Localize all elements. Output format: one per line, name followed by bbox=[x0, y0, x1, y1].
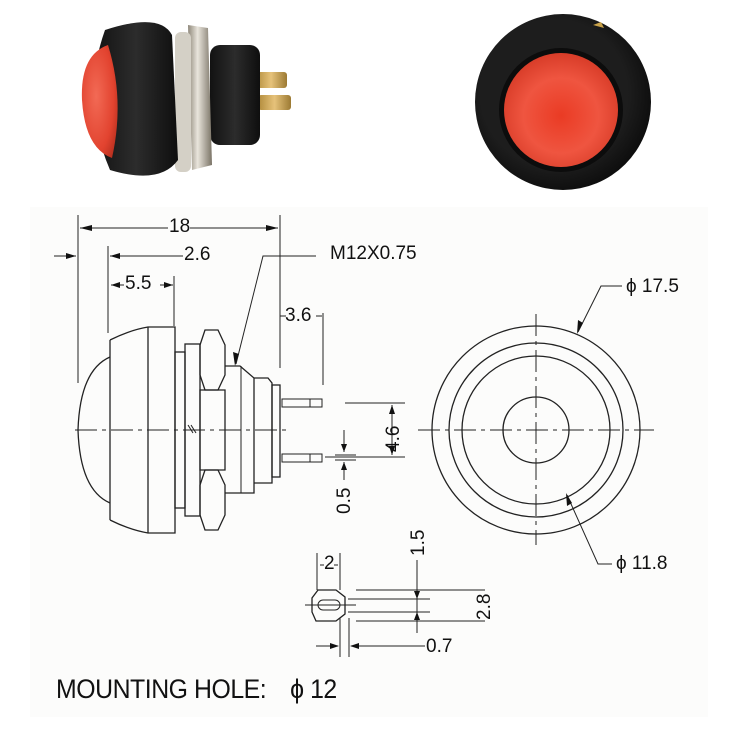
dim-cap-offset: 2.6 bbox=[184, 244, 211, 265]
dim-terminal-length: 3.6 bbox=[285, 305, 312, 326]
dim-terminal-thickness-detail: 0.7 bbox=[426, 636, 453, 657]
thread-spec: M12X0.75 bbox=[330, 243, 417, 264]
switch-side-photo bbox=[0, 0, 375, 200]
mounting-hole-note: MOUNTING HOLE: ϕ 12 bbox=[56, 674, 337, 705]
terminal-upper bbox=[255, 72, 287, 88]
dim-slot-height: 1.5 bbox=[408, 529, 429, 556]
dim-terminal-width: 2 bbox=[324, 553, 335, 574]
mounting-hole-label: MOUNTING HOLE: bbox=[56, 674, 267, 704]
dim-terminal-height: 2.8 bbox=[474, 593, 495, 620]
dim-cap-height: 5.5 bbox=[125, 273, 152, 294]
mounting-hole-value: ϕ 12 bbox=[290, 674, 337, 704]
dim-outer-diameter: ϕ 17.5 bbox=[626, 276, 679, 297]
switch-front-photo bbox=[375, 0, 750, 200]
dim-overall-length: 18 bbox=[169, 216, 191, 237]
dim-terminal-spacing: 4.6 bbox=[383, 425, 404, 452]
terminal-lower bbox=[258, 95, 291, 110]
dim-terminal-thickness: 0.5 bbox=[334, 487, 355, 514]
dim-inner-diameter: ϕ 11.8 bbox=[616, 553, 668, 574]
